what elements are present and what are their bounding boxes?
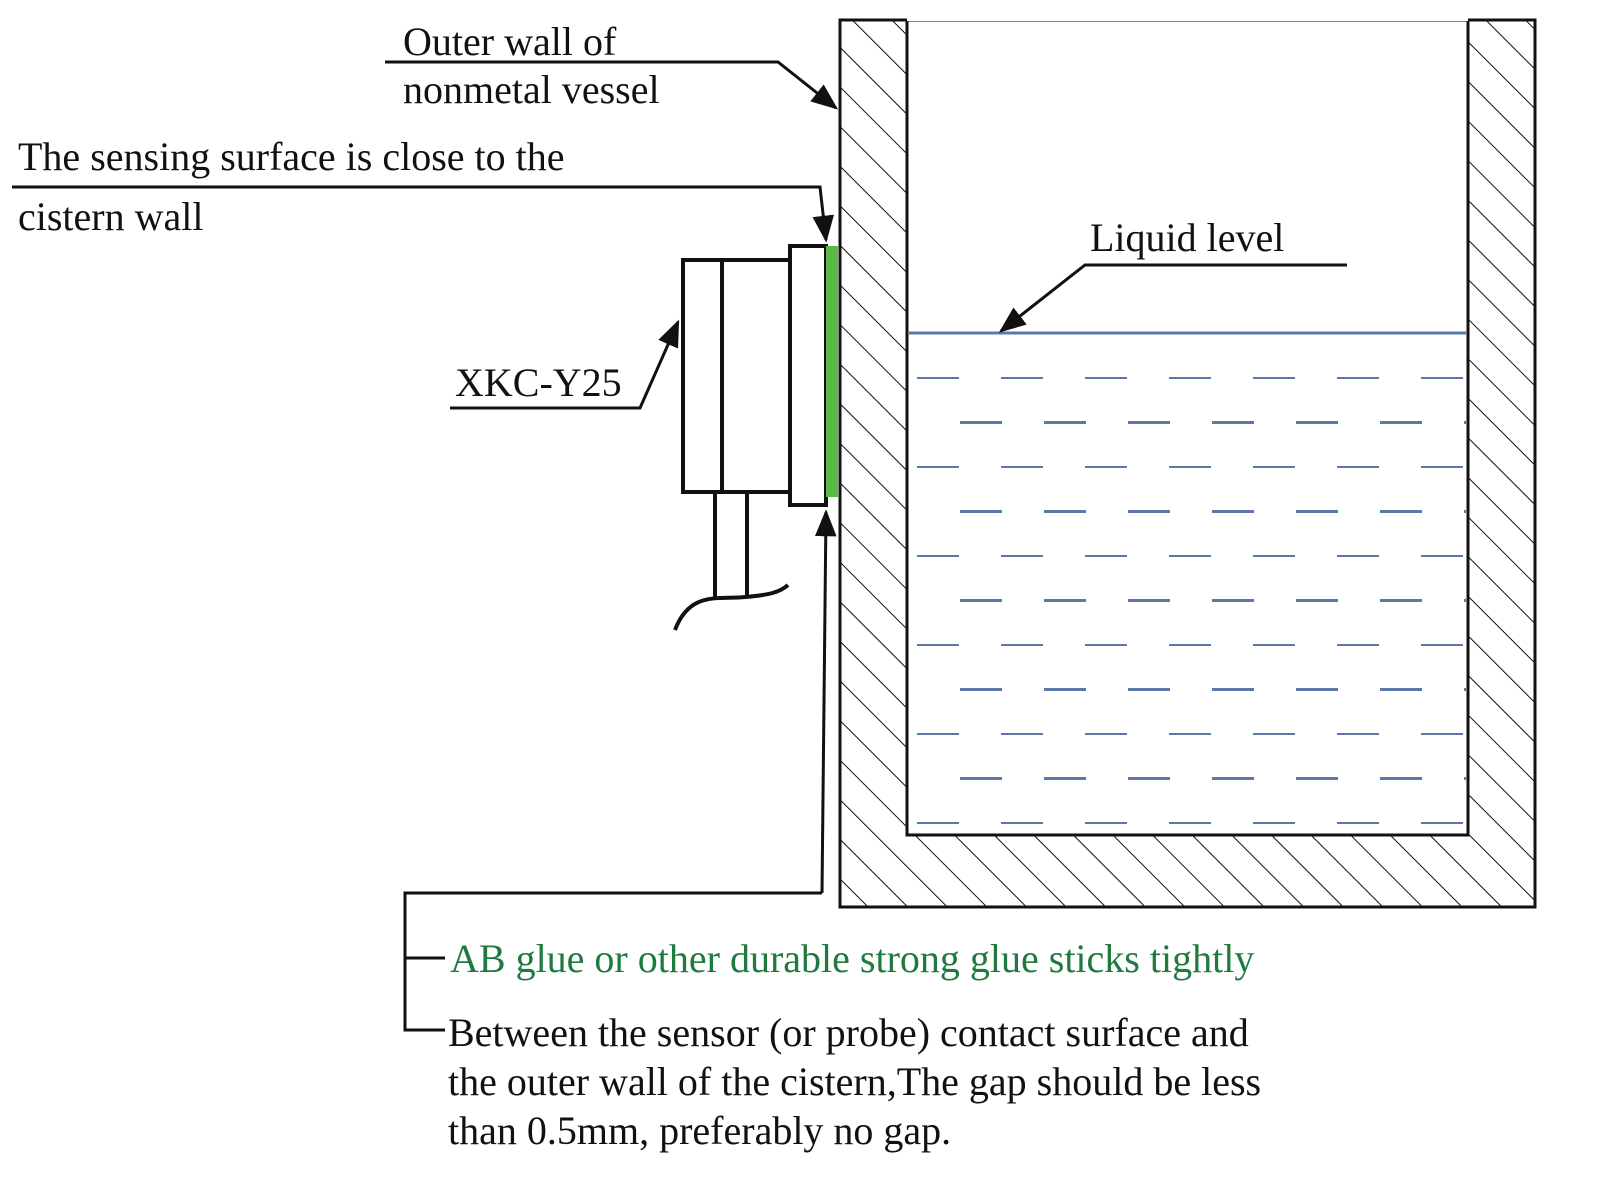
sensing-surface-label-2: cistern wall: [18, 194, 204, 239]
gap-note-3: than 0.5mm, preferably no gap.: [448, 1108, 951, 1153]
liquid-level-label: Liquid level: [1090, 215, 1284, 260]
glue-layer: [826, 246, 838, 497]
sensing-surface-label: The sensing surface is close to the: [18, 134, 565, 179]
vessel: [838, 15, 1537, 909]
liquid: [909, 331, 1466, 824]
glue-label: AB glue or other durable strong glue sti…: [450, 936, 1254, 981]
xkc-y25-sensor: [673, 244, 838, 631]
gap-note-1: Between the sensor (or probe) contact su…: [448, 1010, 1249, 1055]
cable: [673, 583, 790, 631]
leader-lines: [12, 60, 1347, 1032]
model-label: XKC-Y25: [455, 360, 622, 405]
outer-wall-label-2: nonmetal vessel: [403, 67, 660, 112]
outer-wall-label: Outer wall of: [403, 19, 617, 64]
gap-note-2: the outer wall of the cistern,The gap sh…: [448, 1059, 1261, 1104]
